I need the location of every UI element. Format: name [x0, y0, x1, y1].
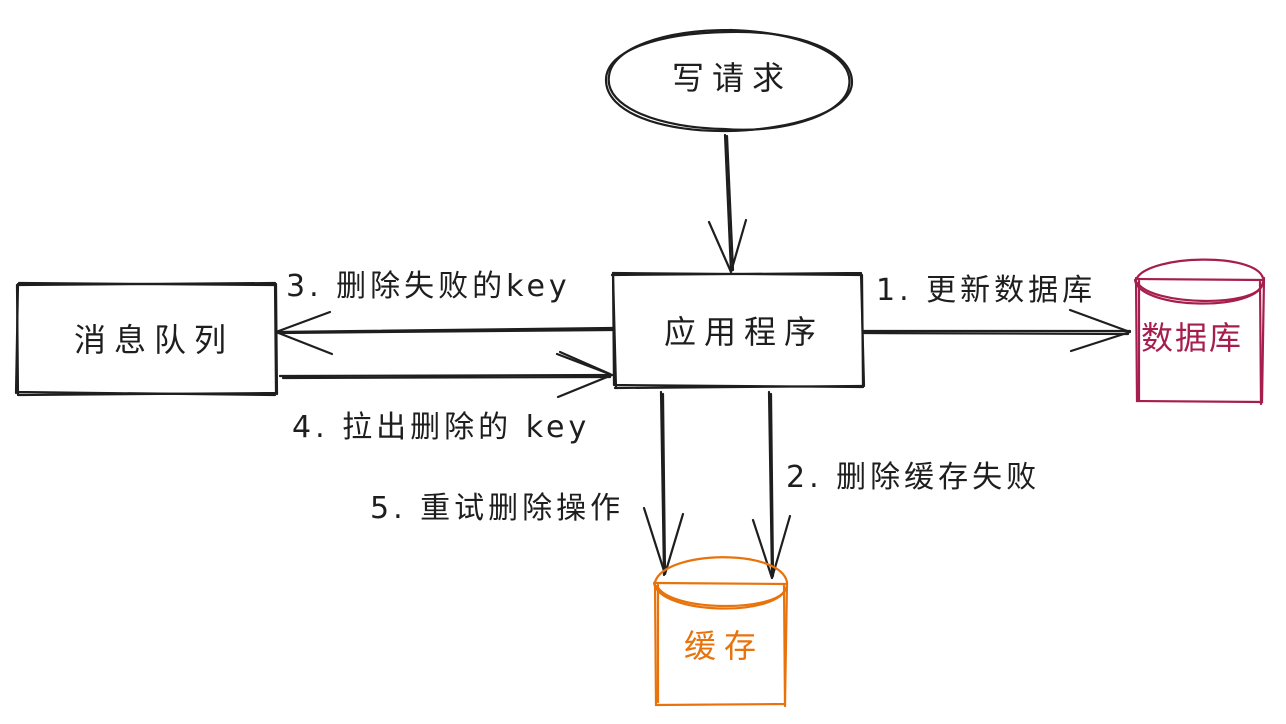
message-queue-label: 消息队列: [74, 321, 235, 359]
edge-label-pull-key: 4. 拉出删除的 key: [292, 410, 591, 445]
cache-label: 缓存: [684, 627, 765, 665]
arrow-app-to-queue: [274, 310, 614, 356]
edge-label-delete-cache-failed: 2. 删除缓存失败: [786, 460, 1041, 495]
edge-label-retry-delete: 5. 重试删除操作: [370, 491, 625, 526]
arrow-delete-cache: [751, 390, 792, 580]
arrow-write-to-app: [707, 133, 748, 274]
write-request-label: 写请求: [672, 59, 793, 97]
arrow-retry-to-cache: [642, 390, 685, 577]
database-cylinder: [1133, 258, 1266, 406]
message-queue-box: [14, 281, 279, 397]
application-box: [610, 271, 866, 390]
edge-label-failed-key: 3. 删除失败的key: [286, 269, 571, 304]
arrow-app-to-database: [862, 308, 1132, 353]
cache-cylinder: [652, 556, 789, 708]
application-label: 应用程序: [664, 313, 825, 351]
edge-label-update-db: 1. 更新数据库: [876, 273, 1097, 308]
write-request-ellipse: [604, 28, 854, 133]
database-label: 数据库: [1141, 319, 1244, 357]
arrow-queue-to-app: [278, 350, 614, 399]
